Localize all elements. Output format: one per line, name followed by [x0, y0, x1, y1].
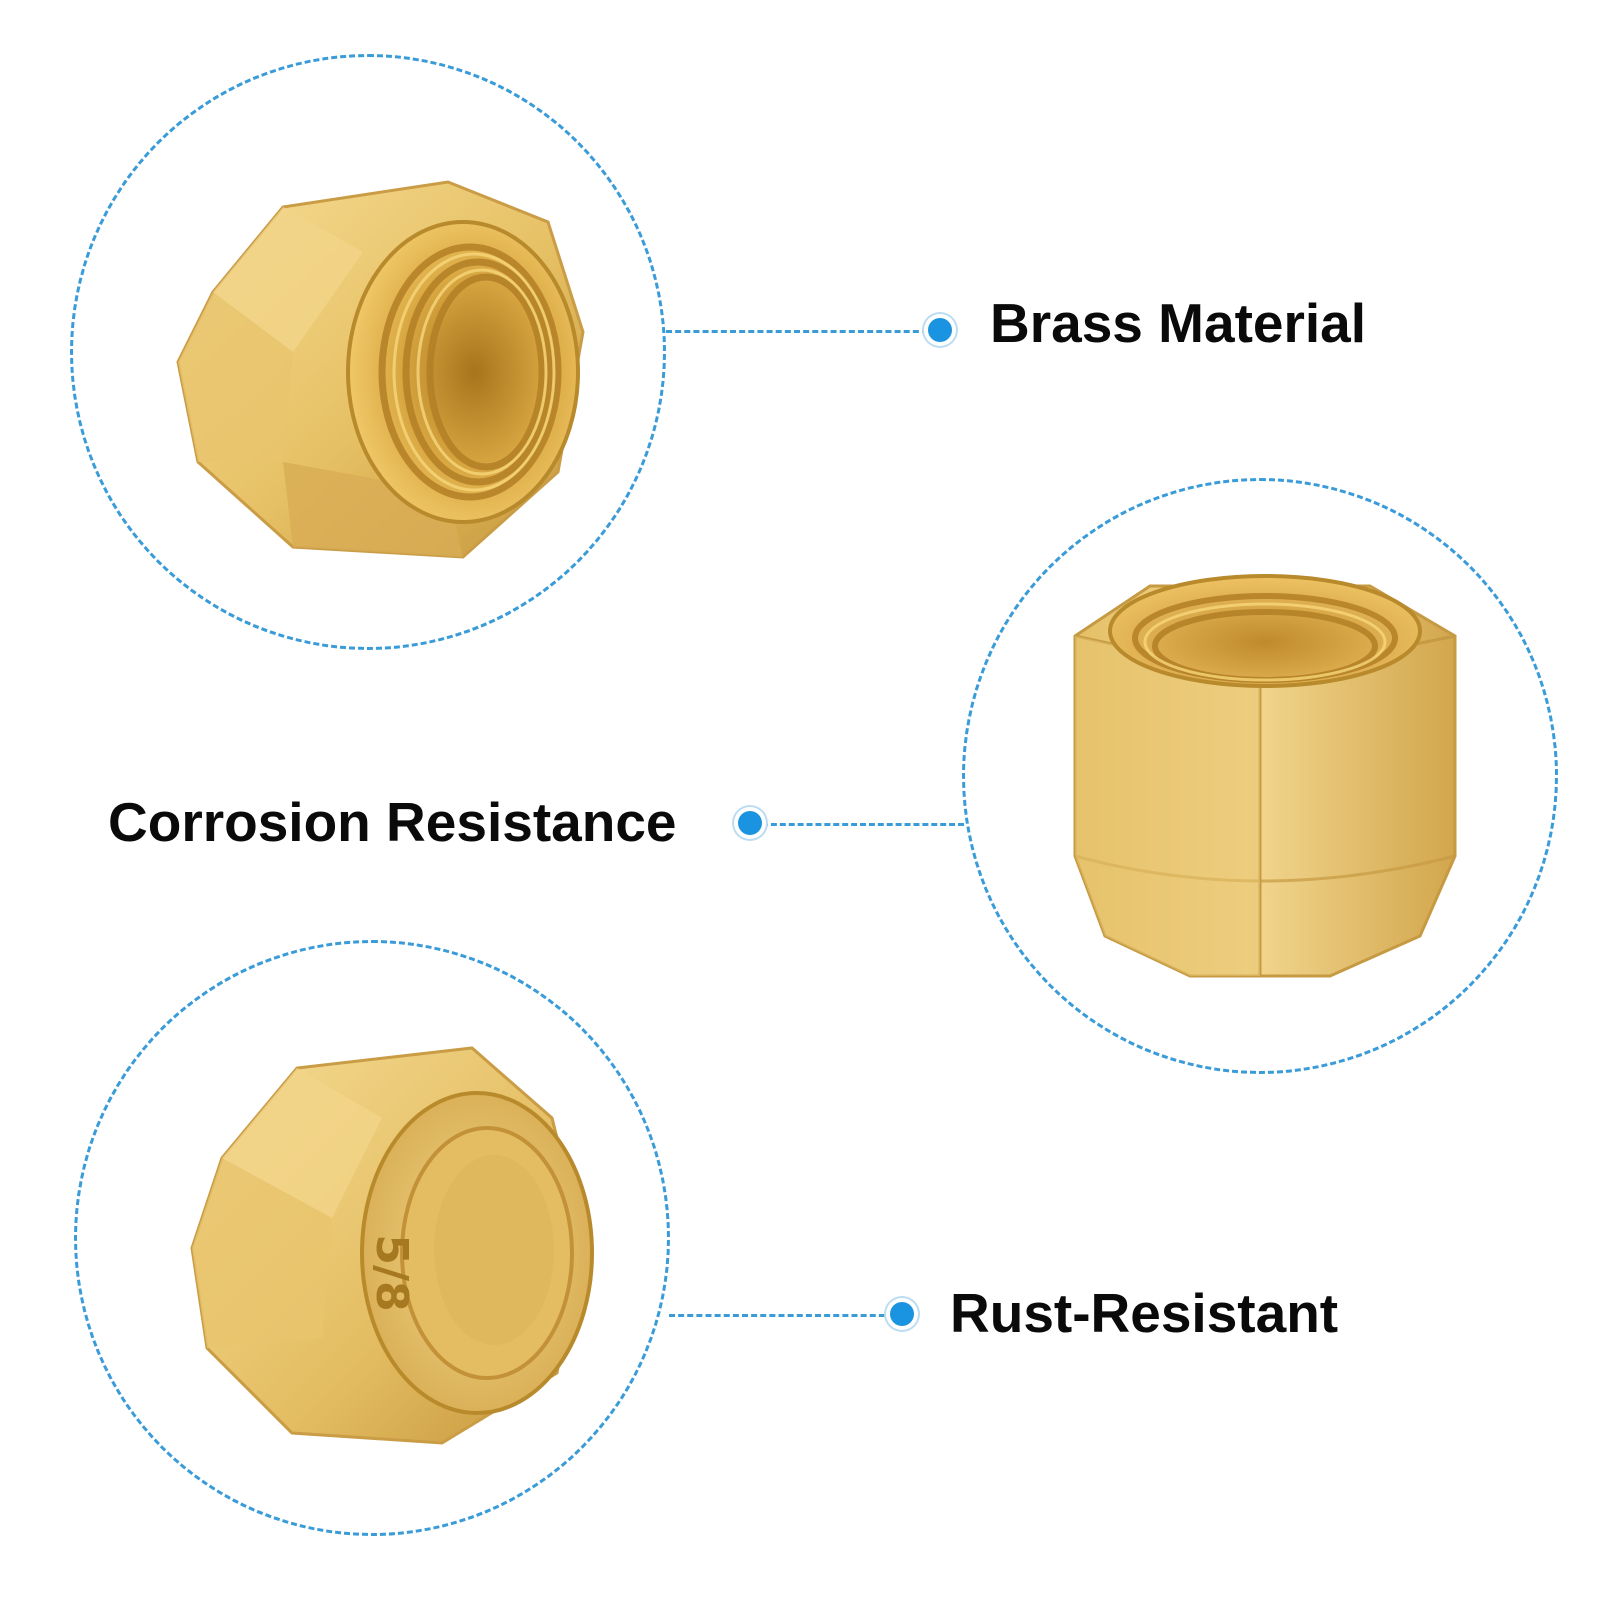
leader-line-corrosion-resistance: [762, 823, 964, 826]
leader-line-brass-material: [666, 330, 928, 333]
bullet-dot-icon: [928, 318, 952, 342]
feature-image-corrosion-resistance: [962, 478, 1558, 1074]
feature-image-rust-resistant: 5/8: [74, 940, 670, 1536]
feature-label-corrosion-resistance: Corrosion Resistance: [108, 791, 677, 853]
leader-line-rust-resistant: [669, 1314, 894, 1317]
brass-cap-nut-closed-end-icon: 5/8: [190, 1046, 594, 1445]
bullet-dot-icon: [738, 811, 762, 835]
size-marking: 5/8: [366, 1234, 417, 1311]
bullet-dot-icon: [890, 1302, 914, 1326]
feature-label-brass-material: Brass Material: [990, 292, 1367, 354]
brass-cap-nut-open-end-icon: [176, 180, 585, 559]
brass-cap-nut-upright-icon: [1073, 574, 1457, 978]
feature-label-rust-resistant: Rust-Resistant: [950, 1282, 1339, 1344]
feature-image-brass-material: [70, 54, 666, 650]
